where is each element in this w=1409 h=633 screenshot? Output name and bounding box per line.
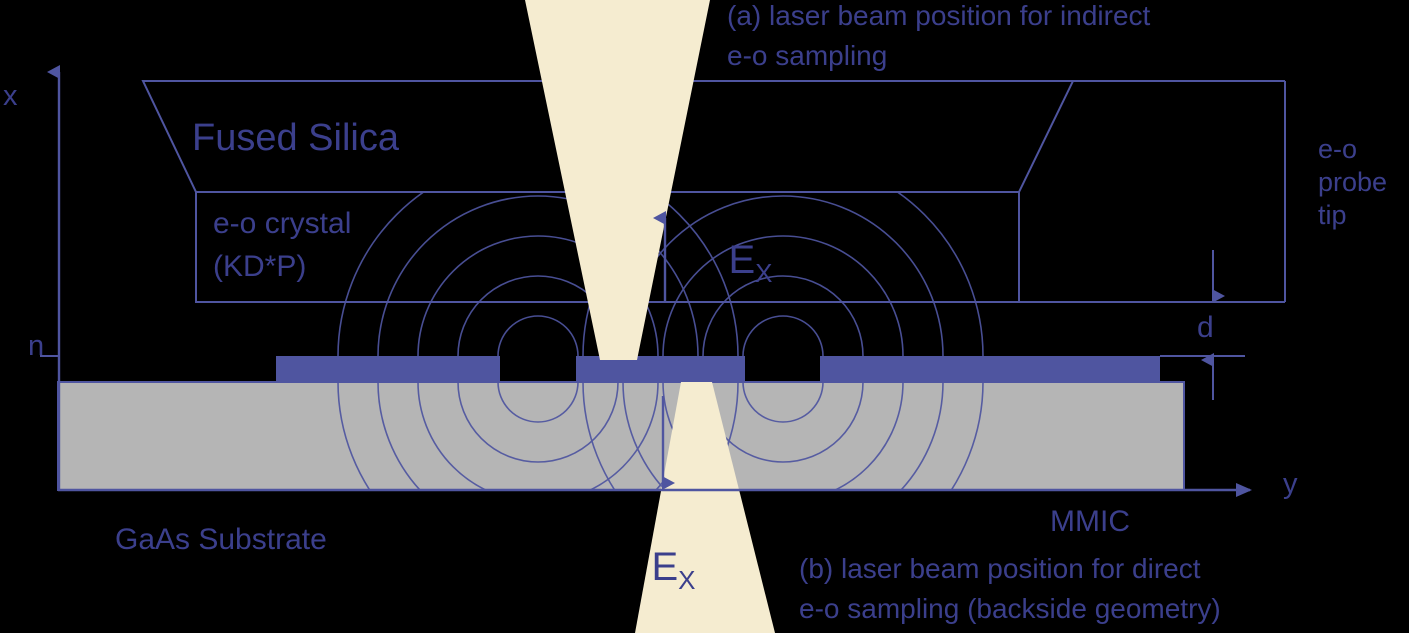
- axis-label-x: x: [3, 80, 18, 112]
- caption-b-line1: (b) laser beam position for direct: [799, 553, 1201, 584]
- field-lines-substrate: [337, 382, 984, 490]
- caption-a-line1: (a) laser beam position for indirect: [727, 0, 1151, 31]
- annotation-gap-dimension-d: d: [1197, 311, 1214, 344]
- probe-tip-bracket: [1019, 80, 1286, 303]
- layer-label-eo-crystal-line2: (KD*P): [213, 250, 307, 283]
- gaas-substrate-block: [57, 381, 1185, 491]
- fused-silica-body: [141, 80, 1075, 193]
- caption-b-line2: e-o sampling (backside geometry): [799, 593, 1221, 624]
- field-label-lower-symbol: E: [651, 544, 679, 589]
- laser-beam-indirect: [525, 0, 710, 360]
- field-label-upper: EX: [684, 193, 772, 333]
- layer-label-mmic: MMIC: [1050, 505, 1130, 538]
- annotation-probe-tip-line3: tip: [1318, 200, 1347, 230]
- layer-label-eo-crystal-line1: e-o crystal: [213, 207, 352, 240]
- axis-label-y: y: [1283, 468, 1298, 500]
- mmic-metal-conductors: [276, 356, 1160, 382]
- layer-label-gaas-substrate: GaAs Substrate: [115, 523, 327, 556]
- axis-label-n: n: [28, 330, 45, 362]
- field-label-upper-symbol: E: [728, 237, 756, 282]
- field-label-lower-subscript: X: [678, 564, 696, 595]
- caption-a-line2: e-o sampling: [727, 40, 888, 71]
- field-label-lower: EX: [607, 500, 695, 633]
- annotation-probe-tip-line1: e-o: [1318, 134, 1358, 164]
- layer-label-fused-silica: Fused Silica: [192, 117, 399, 159]
- annotation-probe-tip-line2: probe: [1318, 167, 1388, 197]
- gap-dimension-d: [1160, 250, 1245, 400]
- field-label-upper-subscript: X: [755, 257, 773, 288]
- laser-beam-direct: [635, 382, 775, 633]
